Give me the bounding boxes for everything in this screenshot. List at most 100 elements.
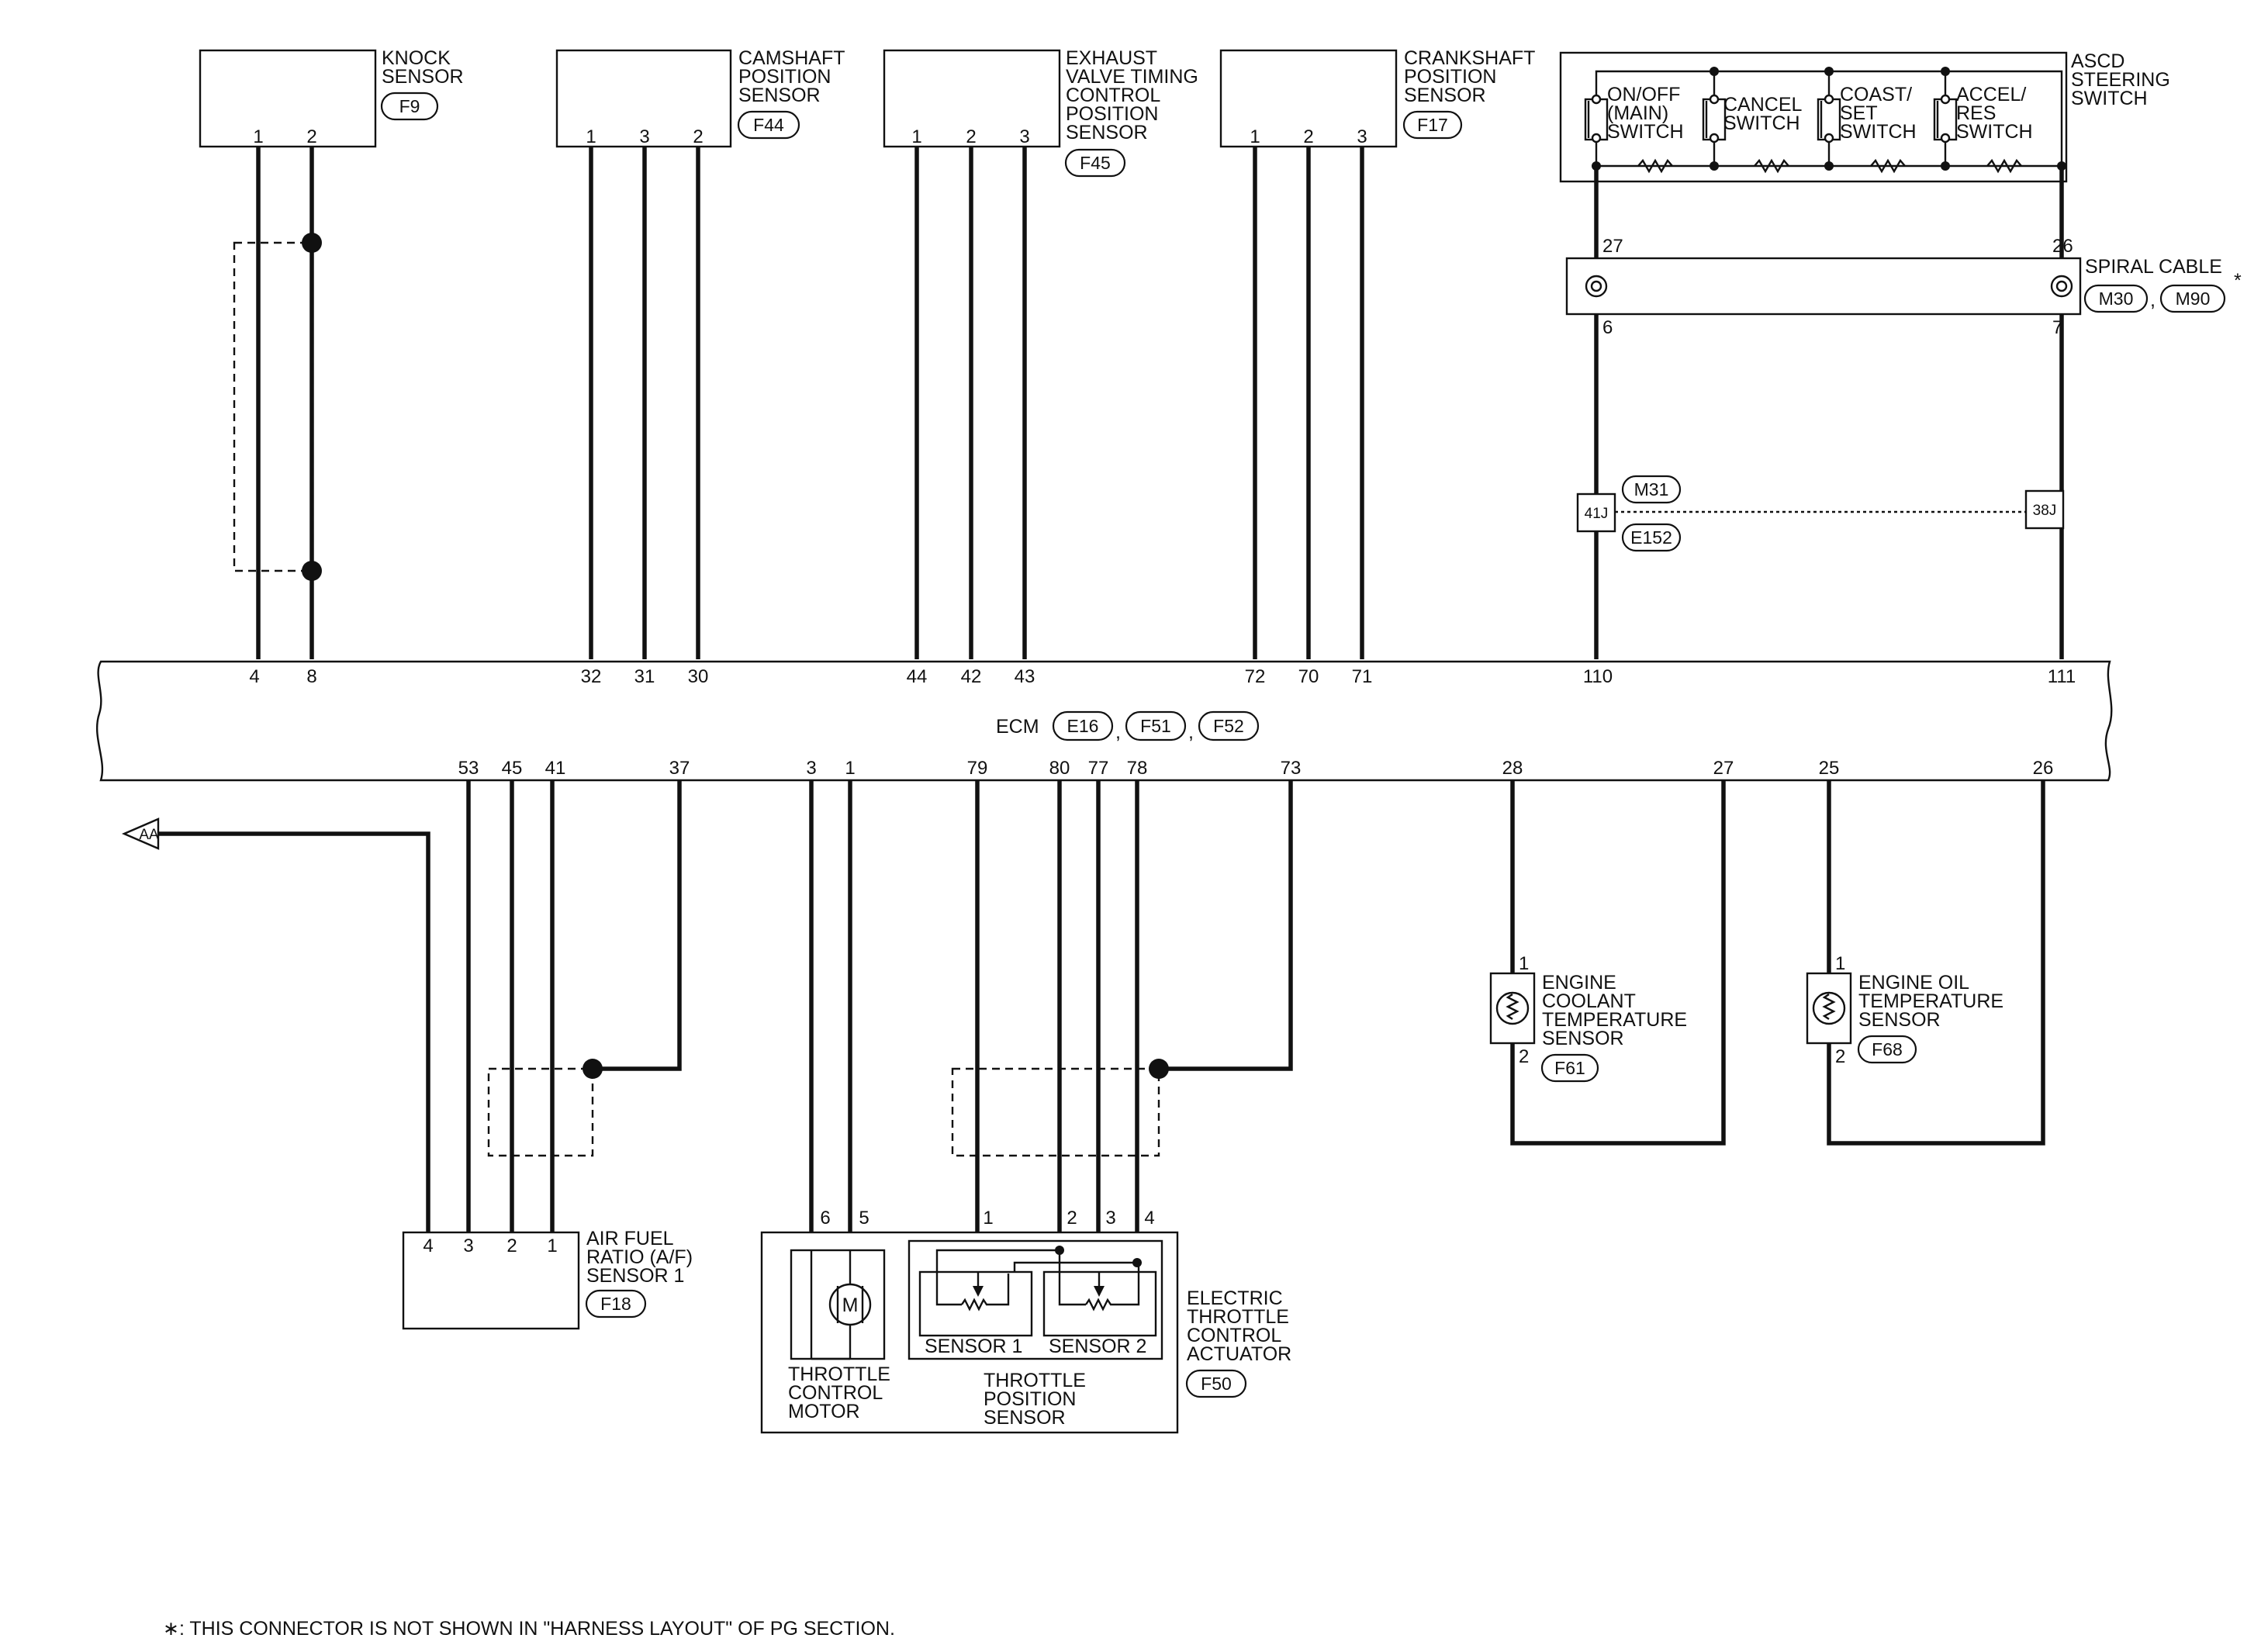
ecm-bottom-pin-53: 53 bbox=[458, 758, 479, 779]
etc-pin-3: 3 bbox=[1105, 1208, 1115, 1229]
footnote: ∗: THIS CONNECTOR IS NOT SHOWN IN "HARNE… bbox=[163, 1618, 895, 1640]
ecm-bottom-pin-3: 3 bbox=[806, 758, 816, 779]
crank-pin-2: 2 bbox=[1303, 126, 1313, 147]
tps-label-1: THROTTLE bbox=[984, 1370, 1086, 1391]
ecm-bottom-pin-37: 37 bbox=[669, 758, 690, 779]
cam-pin-1: 1 bbox=[586, 126, 596, 147]
ascd-sw3-line-2: SET bbox=[1840, 102, 1878, 124]
knock-label-2: SENSOR bbox=[382, 66, 464, 88]
etc-pin-6: 6 bbox=[820, 1208, 830, 1229]
ecm-connector-f51: F51 bbox=[1140, 716, 1171, 736]
ecm-separator-1: , bbox=[1115, 721, 1121, 743]
tps-label-2: POSITION bbox=[984, 1388, 1076, 1410]
engine-oil-temperature-sensor: 1 2 ENGINE OIL TEMPERATURE SENSOR F68 bbox=[1806, 780, 2045, 1146]
ascd-label-3: SWITCH bbox=[2071, 88, 2148, 109]
exhaust-pin-3: 3 bbox=[1019, 126, 1029, 147]
crank-label-2: POSITION bbox=[1404, 66, 1496, 88]
ecm-bottom-pin-27: 27 bbox=[1713, 758, 1734, 779]
ecm-top-pin-4: 4 bbox=[249, 666, 259, 687]
ecm-top-pin-44: 44 bbox=[907, 666, 928, 687]
spiral-connector-2: M90 bbox=[2176, 289, 2211, 309]
motor-label-2: CONTROL bbox=[788, 1382, 883, 1404]
tps-sensor-1: SENSOR 1 bbox=[925, 1336, 1022, 1357]
coolant-label-2: COOLANT bbox=[1542, 990, 1636, 1012]
spiral-pin-6: 6 bbox=[1602, 317, 1613, 338]
ecm-label: ECM bbox=[996, 716, 1039, 738]
etc-pin-2: 2 bbox=[1067, 1208, 1077, 1229]
af-connector: F18 bbox=[600, 1294, 631, 1314]
oil-label-2: TEMPERATURE bbox=[1858, 990, 2003, 1012]
ecm-bottom-pin-26: 26 bbox=[2033, 758, 2054, 779]
exhaust-label-4: POSITION bbox=[1066, 103, 1158, 125]
tps-sensor-2: SENSOR 2 bbox=[1049, 1336, 1146, 1357]
ascd-steering-switch: ON/OFF (MAIN) SWITCH CANCEL SWITCH COAST… bbox=[1559, 50, 2170, 183]
ascd-sw1-line-2: (MAIN) bbox=[1607, 102, 1668, 124]
crank-label-1: CRANKSHAFT bbox=[1404, 47, 1535, 69]
knock-connector: F9 bbox=[399, 96, 420, 116]
motor-label-1: THROTTLE bbox=[788, 1363, 890, 1385]
camshaft-position-sensor: 1 3 2 CAMSHAFT POSITION SENSOR F44 bbox=[555, 47, 845, 148]
ecm-connector-f52: F52 bbox=[1213, 716, 1244, 736]
motor-label-3: MOTOR bbox=[788, 1401, 860, 1422]
ecm-bottom-pin-79: 79 bbox=[967, 758, 988, 779]
cam-label-2: POSITION bbox=[738, 66, 831, 88]
exhaust-label-5: SENSOR bbox=[1066, 122, 1148, 143]
ecm-separator-2: , bbox=[1188, 721, 1194, 743]
ascd-sw2-line-1: CANCEL bbox=[1723, 94, 1803, 116]
top-wires bbox=[233, 147, 1364, 659]
cam-label-3: SENSOR bbox=[738, 85, 821, 106]
ascd-sw4-line-2: RES bbox=[1956, 102, 1996, 124]
joint-connector-e152: E152 bbox=[1630, 527, 1672, 548]
ecm-top-pin-30: 30 bbox=[688, 666, 709, 687]
ecm-top-pin-8: 8 bbox=[306, 666, 316, 687]
ecm-top-pin-70: 70 bbox=[1298, 666, 1319, 687]
oil-connector: F68 bbox=[1872, 1039, 1903, 1059]
coolant-label-4: SENSOR bbox=[1542, 1028, 1624, 1049]
electric-throttle-control-actuator: 6 5 1 2 3 4 M SENSOR 1 SENSOR 2 THROTTLE bbox=[760, 780, 1293, 1434]
ascd-sw4-line-1: ACCEL/ bbox=[1956, 84, 2026, 105]
ecm-bottom-pin-1: 1 bbox=[845, 758, 855, 779]
ascd-label-2: STEERING bbox=[2071, 69, 2170, 91]
ascd-pin-27: 27 bbox=[1602, 236, 1623, 257]
joint-terminal-41j: 41J bbox=[1585, 506, 1609, 522]
oil-pin-1: 1 bbox=[1835, 953, 1845, 974]
etc-label-1: ELECTRIC bbox=[1187, 1287, 1283, 1309]
coolant-label-3: TEMPERATURE bbox=[1542, 1009, 1687, 1031]
crankshaft-position-sensor: 1 2 3 CRANKSHAFT POSITION SENSOR F17 bbox=[1219, 47, 1535, 148]
ecm-top-pin-72: 72 bbox=[1245, 666, 1266, 687]
ecm-top-pin-71: 71 bbox=[1352, 666, 1373, 687]
af-pin-1: 1 bbox=[547, 1236, 557, 1256]
etc-label-2: THROTTLE bbox=[1187, 1306, 1289, 1328]
af-label-3: SENSOR 1 bbox=[586, 1265, 684, 1287]
aa-arrow-label: AA bbox=[139, 827, 159, 843]
coolant-pin-2: 2 bbox=[1519, 1046, 1529, 1067]
ascd-pin-26: 26 bbox=[2052, 236, 2073, 257]
ecm-connector-e16: E16 bbox=[1067, 716, 1099, 736]
joint-connector: 41J 38J M31 E152 bbox=[1576, 475, 2065, 552]
exhaust-label-3: CONTROL bbox=[1066, 85, 1160, 106]
exhaust-pin-1: 1 bbox=[911, 126, 921, 147]
ecm-bottom-pin-77: 77 bbox=[1088, 758, 1109, 779]
spiral-asterisk: * bbox=[2234, 270, 2242, 292]
exhaust-valve-timing-sensor: 1 2 3 EXHAUST VALVE TIMING CONTROL POSIT… bbox=[883, 47, 1198, 178]
cam-connector: F44 bbox=[753, 115, 784, 135]
ecm-bottom-pin-45: 45 bbox=[502, 758, 523, 779]
engine-coolant-temperature-sensor: 1 2 ENGINE COOLANT TEMPERATURE SENSOR F6… bbox=[1489, 780, 1726, 1146]
cam-pin-3: 3 bbox=[639, 126, 649, 147]
af-label-2: RATIO (A/F) bbox=[586, 1246, 693, 1268]
ecm-bottom-pin-41: 41 bbox=[545, 758, 566, 779]
etc-pin-4: 4 bbox=[1144, 1208, 1154, 1229]
knock-sensor: 1 2 KNOCK SENSOR F9 bbox=[199, 47, 464, 148]
cam-label-1: CAMSHAFT bbox=[738, 47, 845, 69]
coolant-pin-1: 1 bbox=[1519, 953, 1529, 974]
motor-symbol: M bbox=[842, 1294, 859, 1316]
ascd-sw1-line-3: SWITCH bbox=[1607, 121, 1684, 143]
cam-pin-2: 2 bbox=[693, 126, 703, 147]
ascd-sw2-line-2: SWITCH bbox=[1723, 112, 1800, 134]
ecm-top-pin-32: 32 bbox=[581, 666, 602, 687]
coolant-connector: F61 bbox=[1554, 1058, 1585, 1078]
etc-pin-1: 1 bbox=[983, 1208, 993, 1229]
ecm-bottom-pin-78: 78 bbox=[1127, 758, 1148, 779]
ecm-top-pin-31: 31 bbox=[634, 666, 655, 687]
knock-label-1: KNOCK bbox=[382, 47, 451, 69]
